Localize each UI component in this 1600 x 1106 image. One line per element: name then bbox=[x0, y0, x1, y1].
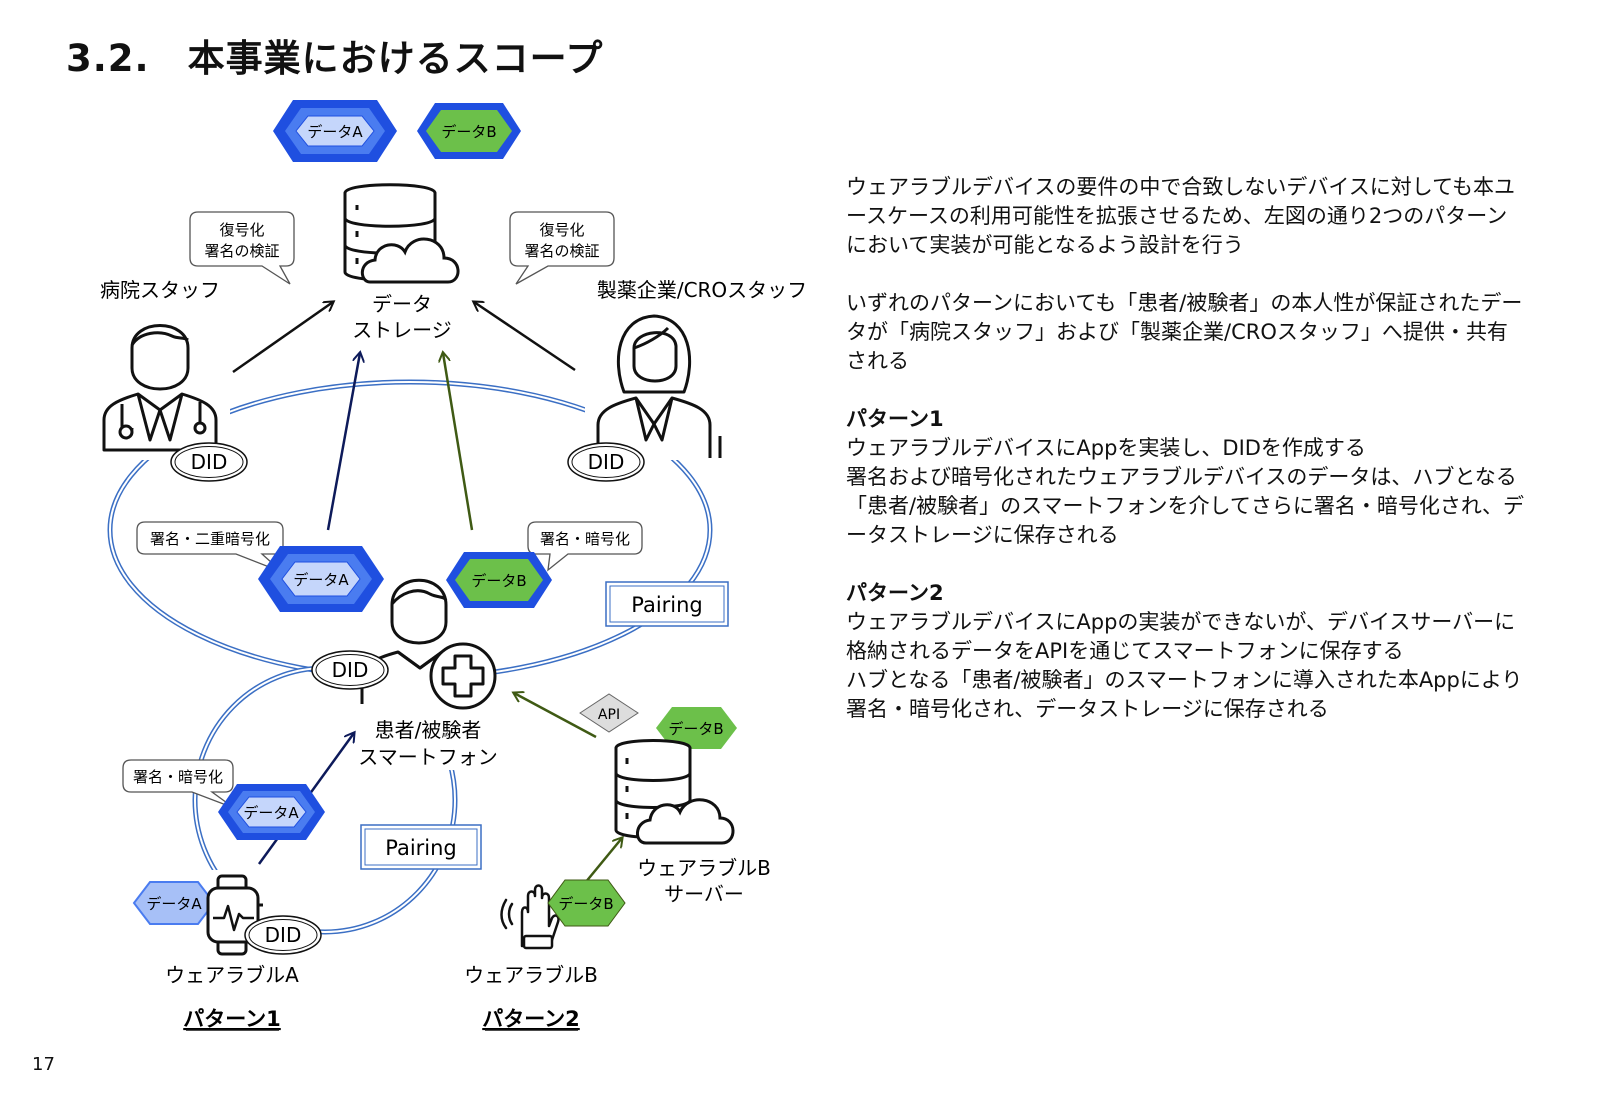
top-data-a-badge: データA bbox=[273, 100, 397, 162]
description-panel: ウェアラブルデバイスの要件の中で合致しないデバイスに対しても本ユースケースの利用… bbox=[846, 173, 1526, 753]
scope-diagram: データA データB データ ストレージ 復号化 署名の検証 復号化 署名の検証 … bbox=[100, 100, 808, 1031]
mid-data-b-badge: データB bbox=[446, 552, 552, 608]
pattern1-line1: ウェアラブルデバイスにAppを実装し、DIDを作成する bbox=[846, 436, 1366, 460]
server-b-icon bbox=[614, 739, 735, 845]
mid-data-b-label: データB bbox=[471, 572, 526, 590]
smart-glove-icon bbox=[500, 884, 560, 950]
pairing-bottom-label: Pairing bbox=[385, 836, 457, 860]
verify-bubble-right: 復号化 署名の検証 bbox=[509, 211, 615, 285]
pattern1-label: パターン1 bbox=[183, 1007, 281, 1031]
sign-encrypt-b-bubble: 署名・暗号化 bbox=[527, 521, 643, 572]
patient-label-2: スマートフォン bbox=[358, 745, 497, 769]
pattern1-section: パターン1 ウェアラブルデバイスにAppを実装し、DIDを作成する 署名および暗… bbox=[846, 405, 1526, 550]
pattern2-heading: パターン2 bbox=[846, 581, 944, 605]
arrow-patient-to-storage-a bbox=[326, 353, 360, 531]
mid-data-a-badge: データA bbox=[258, 546, 384, 612]
verify-left-line2: 署名の検証 bbox=[204, 242, 279, 260]
smartwatch-icon bbox=[206, 874, 263, 956]
api-badge: API bbox=[579, 693, 639, 733]
wearable-a-did-badge: DID bbox=[244, 915, 322, 955]
sign-encrypt-a-bubble: 署名・暗号化 bbox=[122, 759, 235, 809]
patient-label-1: 患者/被験者 bbox=[375, 718, 482, 742]
api-label: API bbox=[598, 707, 620, 723]
lower-data-a-badge: データA bbox=[218, 784, 325, 840]
arrow-patient-to-storage-b bbox=[443, 353, 474, 531]
verify-bubble-left: 復号化 署名の検証 bbox=[189, 211, 295, 285]
storage-label-1: データ bbox=[372, 292, 432, 316]
arrow-doctor-to-storage bbox=[232, 302, 333, 374]
summary-paragraph: いずれのパターンにおいても「患者/被験者」の本人性が保証されたデータが「病院スタ… bbox=[846, 291, 1523, 373]
sign-encrypt-a-label: 署名・暗号化 bbox=[133, 768, 223, 786]
wearable-b-label: ウェアラブルB bbox=[464, 963, 598, 987]
storage-icon bbox=[343, 183, 460, 284]
wearable-a-data-label: データA bbox=[146, 895, 202, 913]
pharma-staff-label: 製薬企業/CROスタッフ bbox=[597, 278, 807, 302]
wearable-b-data-label: データB bbox=[558, 895, 613, 913]
wearable-b-data-b-badge: データB bbox=[547, 879, 626, 927]
server-b-label-1: ウェアラブルB bbox=[637, 856, 771, 880]
mid-data-a-label: データA bbox=[293, 571, 349, 589]
pharma-did-label: DID bbox=[588, 450, 625, 474]
storage-label-2: ストレージ bbox=[352, 318, 452, 342]
pairing-top-label: Pairing bbox=[631, 593, 703, 617]
woman-icon bbox=[596, 314, 722, 458]
top-data-a-label: データA bbox=[307, 123, 363, 141]
lower-data-a-label: データA bbox=[243, 804, 299, 822]
pattern2-label: パターン2 bbox=[482, 1007, 580, 1031]
page-number: 17 bbox=[32, 1054, 55, 1075]
pattern2-section: パターン2 ウェアラブルデバイスにAppの実装ができないが、デバイスサーバーに格… bbox=[846, 579, 1526, 724]
sign-double-encrypt-bubble: 署名・二重暗号化 bbox=[136, 521, 284, 573]
patient-did-label: DID bbox=[332, 658, 369, 682]
server-data-b-label: データB bbox=[668, 720, 723, 738]
wearable-a-did-label: DID bbox=[265, 923, 302, 947]
sign-double-encrypt-label: 署名・二重暗号化 bbox=[150, 530, 270, 548]
pattern1-heading: パターン1 bbox=[846, 407, 944, 431]
top-data-b-badge: データB bbox=[417, 103, 521, 159]
pairing-box-top: Pairing bbox=[605, 581, 729, 627]
server-b-label-2: サーバー bbox=[664, 882, 744, 906]
hospital-staff-label: 病院スタッフ bbox=[100, 278, 220, 302]
page-title: 3.2. 本事業におけるスコープ bbox=[66, 37, 604, 80]
verify-right-line2: 署名の検証 bbox=[524, 242, 599, 260]
patient-did-badge: DID bbox=[311, 650, 389, 690]
top-data-b-label: データB bbox=[441, 123, 496, 141]
doctor-icon bbox=[102, 324, 218, 452]
pairing-box-bottom: Pairing bbox=[360, 824, 482, 870]
verify-left-line1: 復号化 bbox=[219, 221, 264, 239]
pattern1-line2: 署名および暗号化されたウェアラブルデバイスのデータは、ハブとなる「患者/被験者」… bbox=[846, 465, 1525, 547]
wearable-a-data-a-badge: データA bbox=[132, 881, 216, 925]
verify-right-line1: 復号化 bbox=[539, 221, 584, 239]
intro-paragraph: ウェアラブルデバイスの要件の中で合致しないデバイスに対しても本ユースケースの利用… bbox=[846, 175, 1516, 257]
pattern2-line1: ウェアラブルデバイスにAppの実装ができないが、デバイスサーバーに格納されるデー… bbox=[846, 610, 1516, 663]
hospital-did-badge: DID bbox=[170, 442, 248, 482]
sign-encrypt-b-label: 署名・暗号化 bbox=[540, 530, 630, 548]
pharma-did-badge: DID bbox=[567, 442, 645, 482]
wearable-a-label: ウェアラブルA bbox=[165, 963, 299, 987]
medical-plus-icon bbox=[429, 642, 497, 710]
pattern2-line2: ハブとなる「患者/被験者」のスマートフォンに導入された本Appにより署名・暗号化… bbox=[846, 668, 1523, 721]
arrow-pharma-to-storage bbox=[474, 302, 576, 372]
server-data-b-badge: データB bbox=[656, 707, 737, 749]
hospital-did-label: DID bbox=[191, 450, 228, 474]
arrow-server-to-phone bbox=[514, 693, 597, 739]
